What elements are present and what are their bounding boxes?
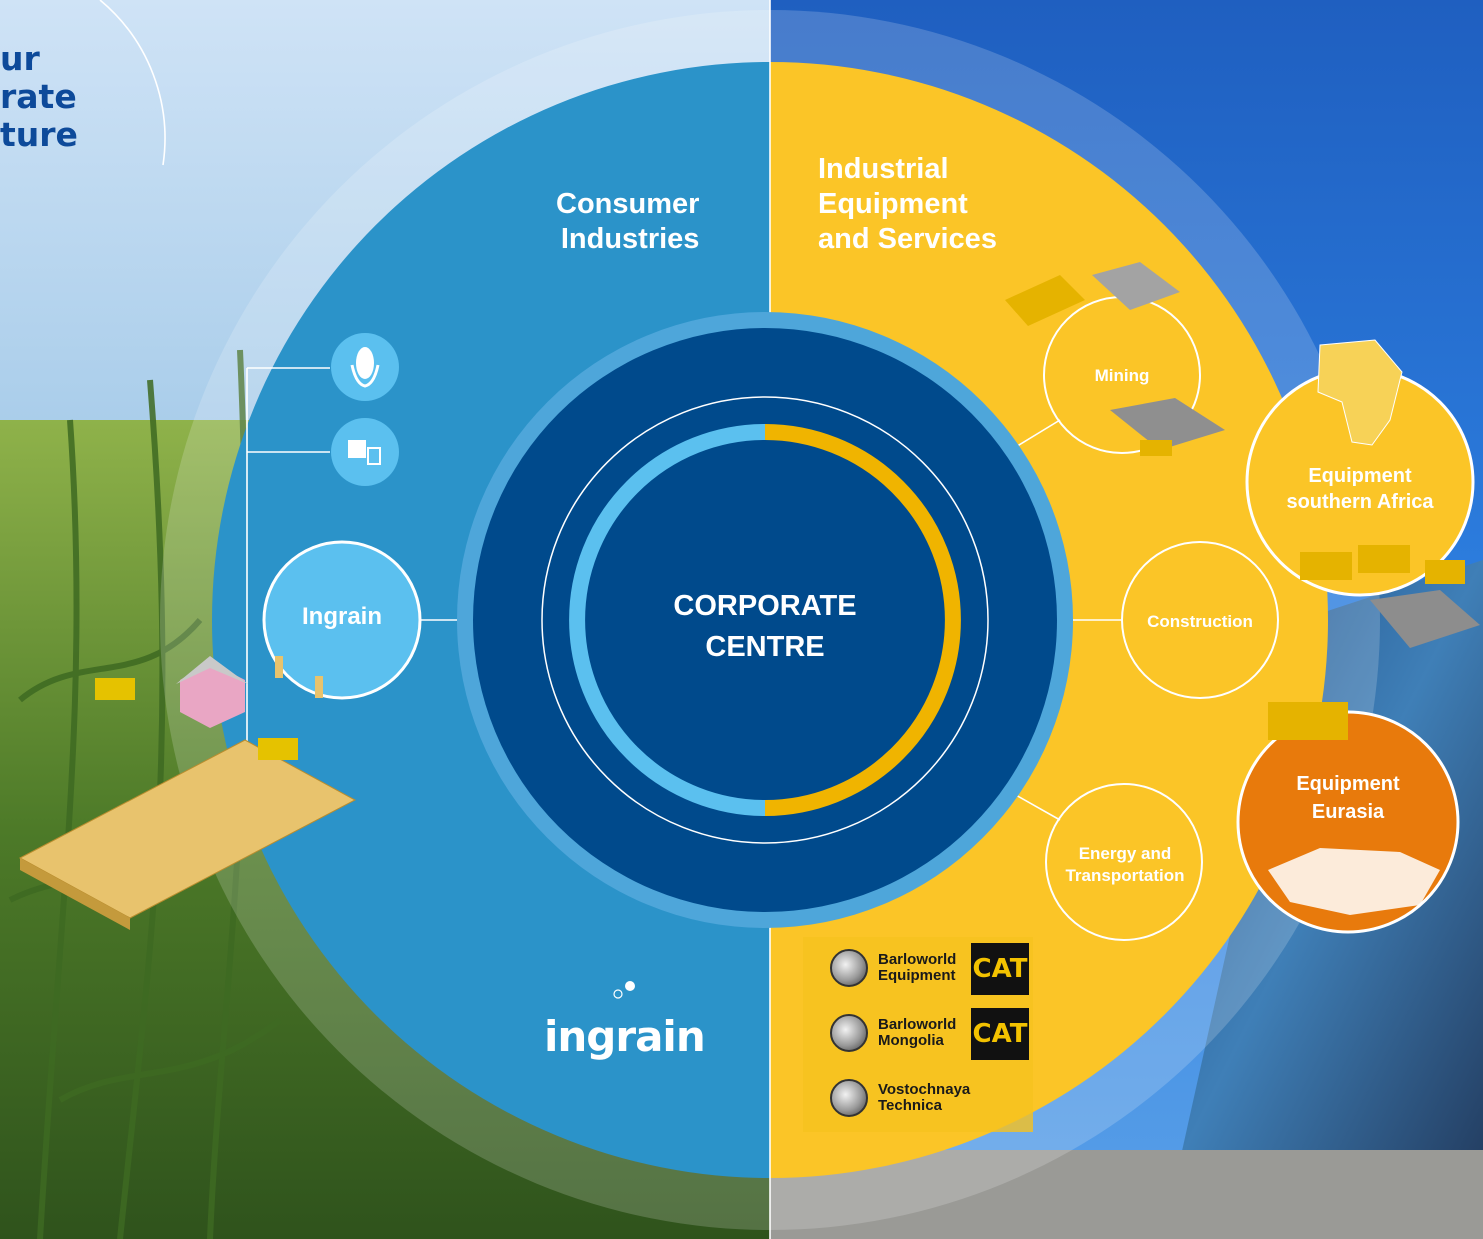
globe-icon bbox=[830, 949, 868, 987]
construction-node bbox=[1121, 541, 1279, 699]
eurasia-truck bbox=[1268, 702, 1348, 740]
ingrain-logo: ingrain bbox=[544, 1012, 706, 1061]
cat-badge: CAT bbox=[971, 1008, 1029, 1060]
logo-dots bbox=[613, 981, 635, 999]
ingrain-node bbox=[262, 540, 422, 700]
pavement bbox=[770, 1150, 1483, 1239]
energy-node bbox=[1045, 783, 1203, 941]
brand-barloworld-mongolia: Barloworld Mongolia bbox=[830, 1014, 956, 1052]
energy-transportation-label: Energy and Transportation bbox=[1065, 844, 1185, 885]
package-checklist-icon bbox=[331, 418, 399, 486]
brand-vostochnaya-technica: Vostochnaya Technica bbox=[830, 1079, 970, 1117]
mining-label: Mining bbox=[1094, 366, 1150, 385]
mining-machinery bbox=[1005, 262, 1225, 456]
farm-illustration bbox=[18, 656, 357, 930]
page-title: ur rate ture bbox=[0, 39, 78, 154]
equipment-eurasia-label: Equipment Eurasia bbox=[1296, 773, 1400, 823]
cat-badge: CAT bbox=[971, 943, 1029, 995]
construction-label: Construction bbox=[1147, 612, 1253, 631]
corporate-ring bbox=[473, 328, 1057, 912]
southern-africa-machinery bbox=[1300, 545, 1480, 648]
globe-icon bbox=[830, 1014, 868, 1052]
africa-map bbox=[1317, 339, 1403, 446]
corporate-centre-label: CORPORATE CENTRE bbox=[673, 590, 857, 663]
industrial-equipment-label: Industrial Equipment and Services bbox=[818, 153, 997, 255]
ingrain-label: Ingrain bbox=[301, 603, 382, 630]
consumer-industries-label: Consumer Industries bbox=[556, 188, 700, 255]
brand-barloworld-equipment: Barloworld Equipment bbox=[830, 949, 956, 987]
eurasia-map bbox=[1268, 848, 1440, 915]
globe-icon bbox=[830, 1079, 868, 1117]
corn-icon bbox=[331, 333, 399, 401]
equipment-southern-africa-label: Equipment southern Africa bbox=[1286, 465, 1434, 513]
